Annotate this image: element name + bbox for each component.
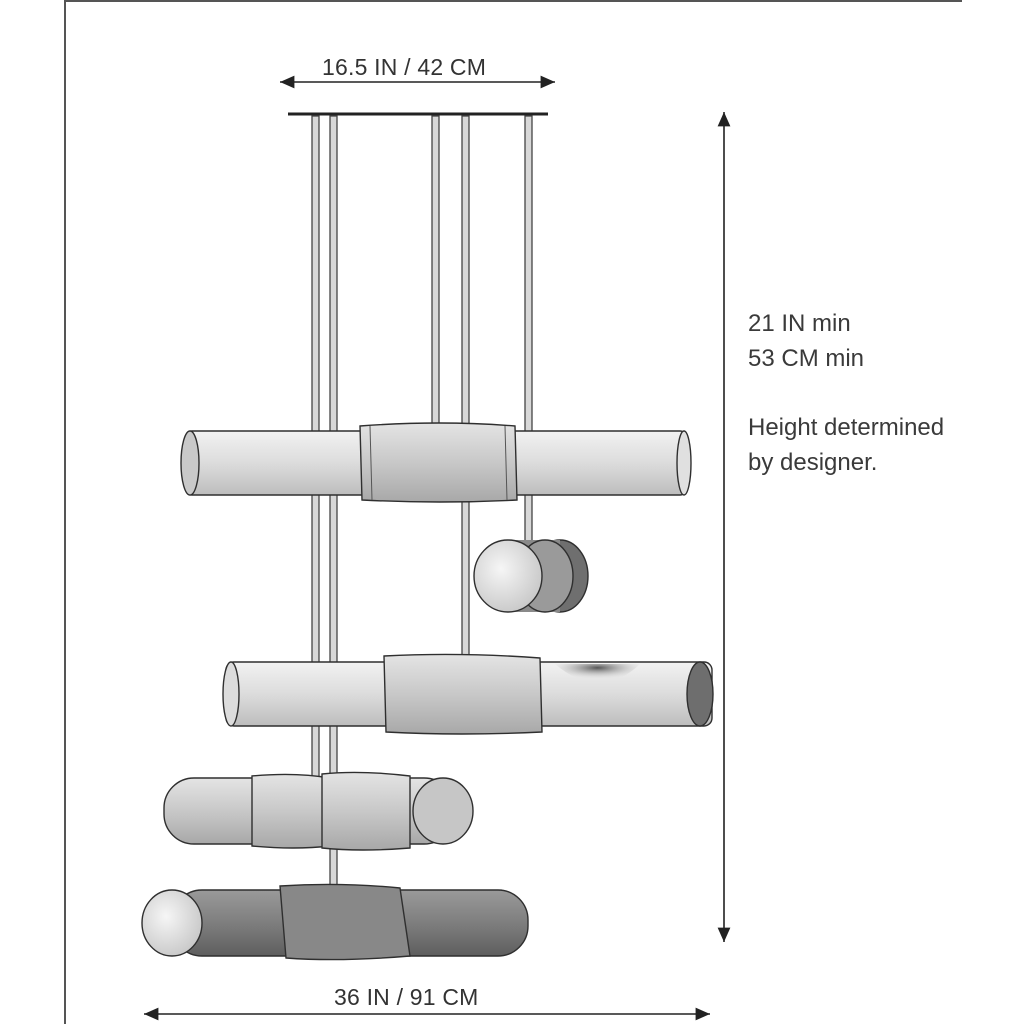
frame-left-border — [64, 0, 66, 1024]
tube-1 — [180, 422, 692, 503]
tube-3 — [163, 771, 474, 851]
height-note: Height determined by designer. — [748, 414, 945, 476]
height-min-in-label: 21 IN min — [748, 310, 851, 337]
height-min-cm-label: 53 CM min — [748, 345, 865, 372]
canopy-width-label: 16.5 IN / 42 CM — [322, 54, 487, 80]
frame-top-border — [64, 0, 962, 2]
tube-4 — [141, 883, 529, 961]
small-disc-pendant — [473, 539, 589, 613]
overall-width-label: 36 IN / 91 CM — [334, 984, 479, 1010]
tube-2 — [222, 653, 714, 735]
